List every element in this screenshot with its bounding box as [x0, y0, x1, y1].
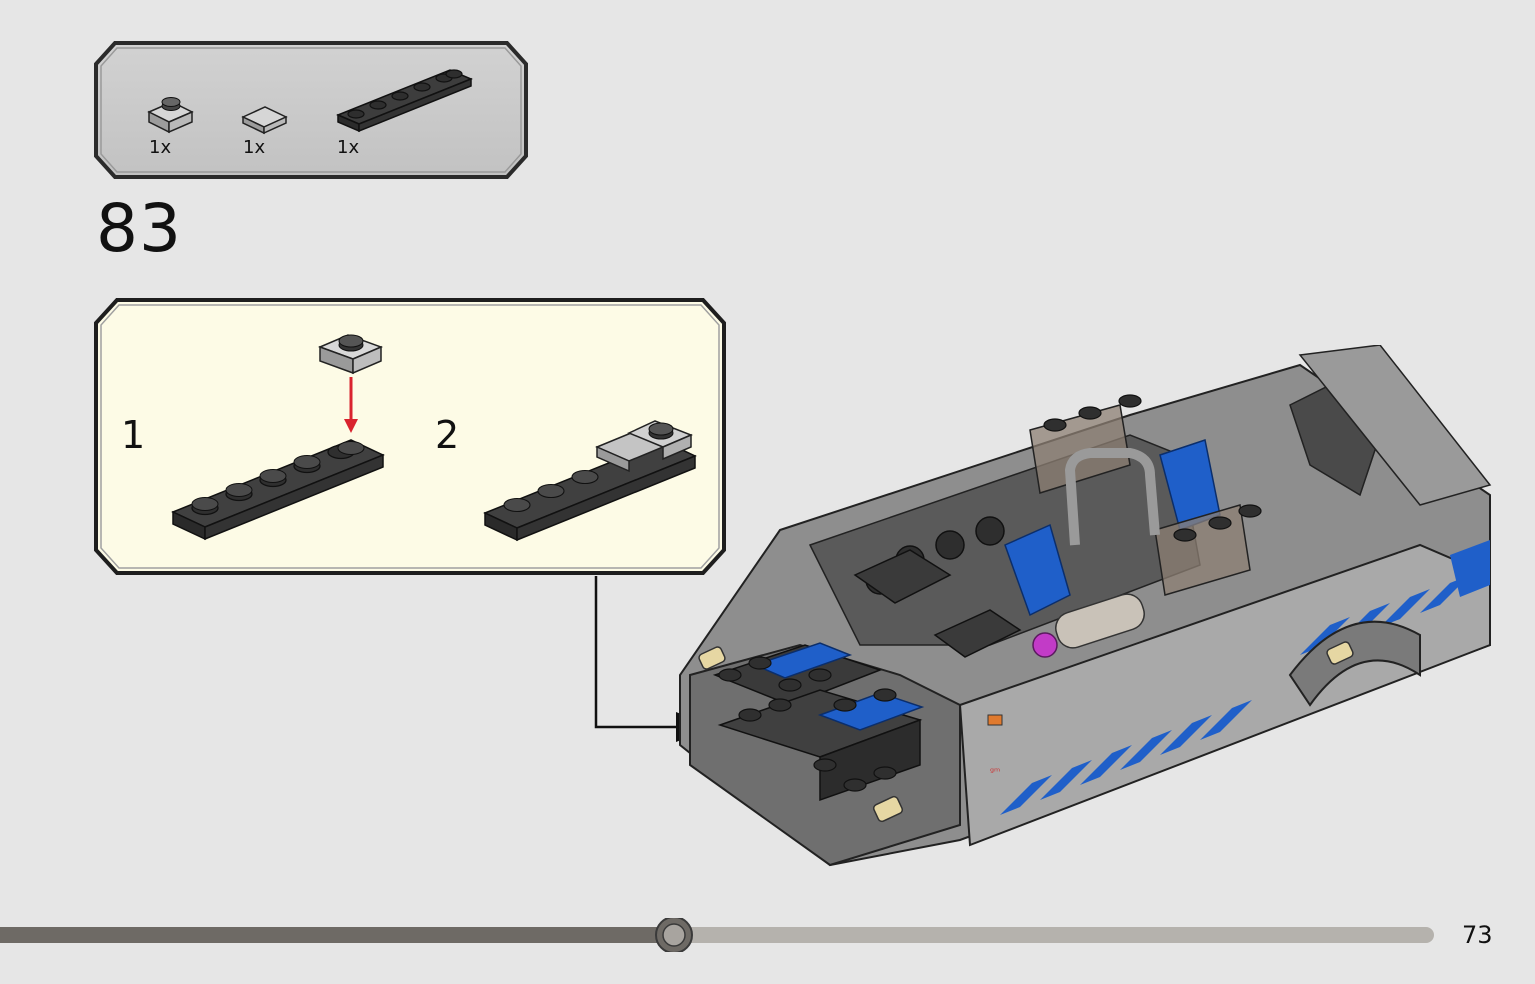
- step-number: 83: [96, 190, 182, 267]
- part-qty: 1x: [337, 137, 360, 158]
- part-qty: 1x: [243, 137, 266, 158]
- progress-bar: [0, 918, 1434, 952]
- plate-1x6-icon: [336, 69, 473, 133]
- tile-1x1-icon: [241, 106, 288, 135]
- part-qty: 1x: [149, 137, 172, 158]
- substep-number: 1: [121, 413, 146, 457]
- svg-text:ᵍᵐ: ᵍᵐ: [990, 767, 1000, 778]
- plate-1x1-icon: [147, 97, 194, 134]
- page-number: 73: [1462, 921, 1493, 949]
- progress-knob: [655, 918, 693, 952]
- substep-2-assembly: [483, 420, 697, 542]
- car-model-illustration: ᵍᵐ: [679, 345, 1492, 867]
- substep-callout: 1 2: [93, 297, 727, 576]
- substep-1-assembly: [171, 334, 385, 541]
- parts-callout: 1x 1x 1x: [93, 40, 529, 180]
- substep-number: 2: [435, 413, 460, 457]
